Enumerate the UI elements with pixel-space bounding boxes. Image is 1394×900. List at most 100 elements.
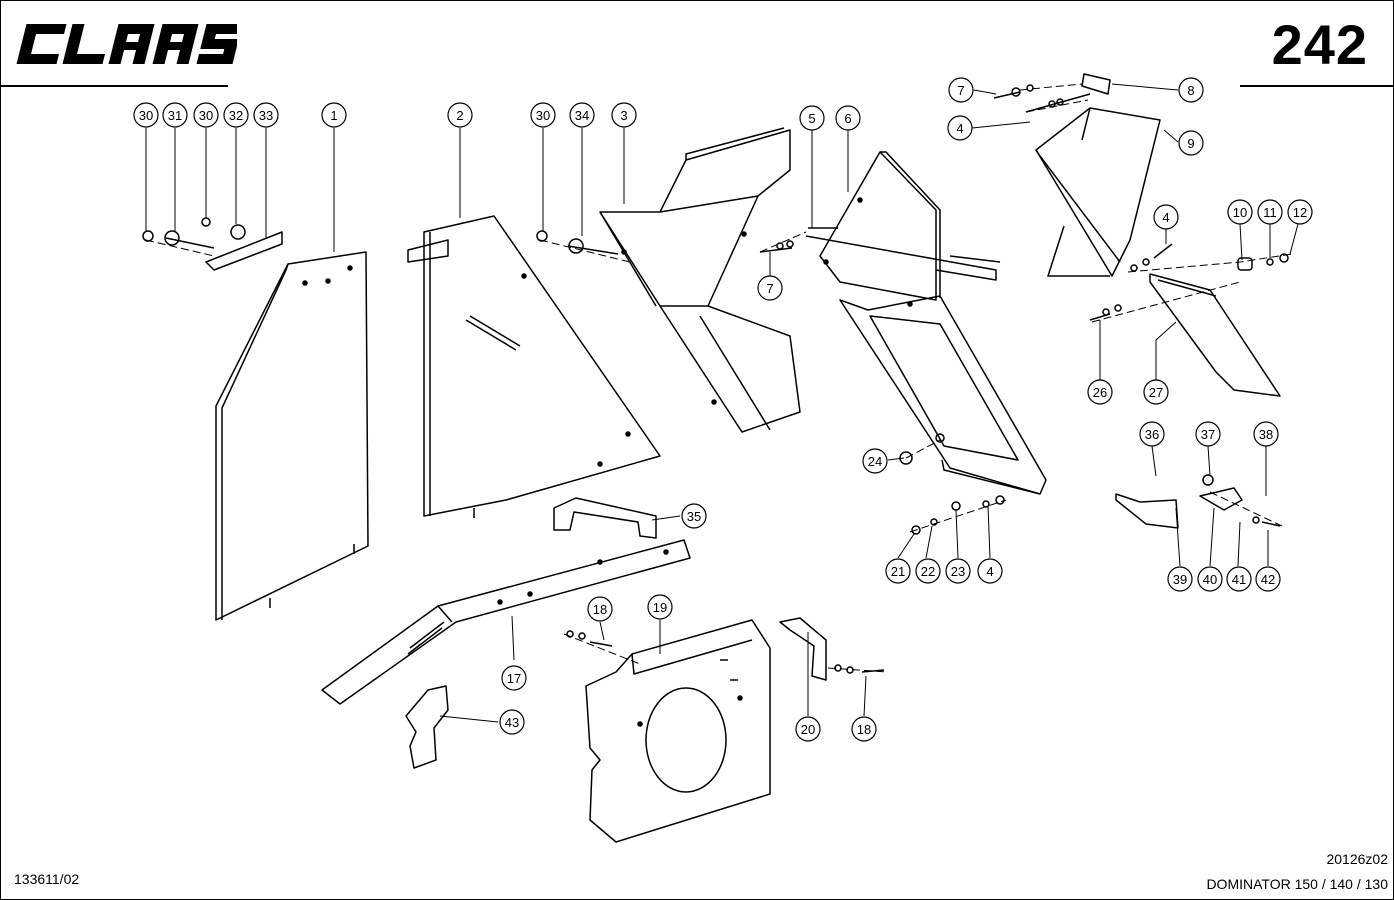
callout-21: 21	[885, 558, 911, 584]
callout-17: 17	[501, 665, 527, 691]
svg-text:2: 2	[456, 108, 463, 123]
callout-30: 30	[530, 102, 556, 128]
part-20-bracket	[779, 617, 827, 681]
part-40-bracket	[1199, 487, 1243, 511]
svg-text:12: 12	[1293, 205, 1307, 220]
callout-39: 39	[1167, 566, 1193, 592]
svg-text:30: 30	[536, 108, 550, 123]
drawing-code: 20126z02	[1326, 851, 1388, 867]
part-39-bracket	[1115, 493, 1179, 529]
svg-text:17: 17	[507, 671, 521, 686]
claas-logo	[16, 24, 237, 64]
callout-18: 18	[587, 596, 613, 622]
svg-text:8: 8	[1187, 83, 1194, 98]
callout-2: 2	[447, 102, 473, 128]
page-number: 242	[1271, 13, 1368, 76]
svg-text:36: 36	[1145, 427, 1159, 442]
callout-1: 1	[321, 102, 347, 128]
header-rule	[0, 85, 228, 87]
svg-text:4: 4	[1162, 210, 1169, 225]
svg-text:37: 37	[1201, 427, 1215, 442]
svg-text:11: 11	[1263, 205, 1277, 220]
svg-text:5: 5	[808, 111, 815, 126]
callout-23: 23	[945, 558, 971, 584]
callout-20: 20	[795, 716, 821, 742]
document-number: 133611/02	[14, 871, 80, 887]
part-9-hopper	[1035, 107, 1161, 277]
callout-7: 7	[948, 77, 974, 103]
callout-32: 32	[223, 102, 249, 128]
svg-text:22: 22	[921, 564, 935, 579]
svg-text:9: 9	[1187, 136, 1194, 151]
svg-text:1: 1	[330, 108, 337, 123]
svg-text:34: 34	[575, 108, 589, 123]
svg-text:42: 42	[1261, 572, 1275, 587]
callout-12: 12	[1287, 199, 1313, 225]
svg-text:26: 26	[1093, 385, 1107, 400]
svg-text:31: 31	[168, 108, 182, 123]
callout-42: 42	[1255, 566, 1281, 592]
callout-31: 31	[162, 102, 188, 128]
callout-26: 26	[1087, 379, 1113, 405]
part-1-side-panel	[215, 251, 369, 621]
part-2-triangular-panel	[407, 215, 661, 518]
callout-4: 4	[947, 115, 973, 141]
part-33-bracket	[205, 231, 283, 271]
callout-36: 36	[1139, 421, 1165, 447]
svg-text:35: 35	[687, 509, 701, 524]
callout-40: 40	[1197, 566, 1223, 592]
callout-27: 27	[1143, 379, 1169, 405]
callout-18: 18	[851, 716, 877, 742]
callout-4: 4	[977, 558, 1003, 584]
svg-text:43: 43	[505, 715, 519, 730]
svg-text:20: 20	[801, 722, 815, 737]
callout-3: 3	[611, 102, 637, 128]
callout-11: 11	[1257, 199, 1283, 225]
hardware	[142, 84, 1289, 674]
svg-text:38: 38	[1259, 427, 1273, 442]
part-43-bracket	[405, 685, 449, 769]
svg-text:27: 27	[1149, 385, 1163, 400]
svg-text:21: 21	[891, 564, 905, 579]
callout-43: 43	[499, 709, 525, 735]
callout-9: 9	[1178, 130, 1204, 156]
callout-4: 4	[1153, 204, 1179, 230]
svg-text:30: 30	[199, 108, 213, 123]
callout-37: 37	[1195, 421, 1221, 447]
svg-text:41: 41	[1232, 572, 1246, 587]
svg-text:18: 18	[593, 602, 607, 617]
part-8-clip	[1081, 73, 1111, 95]
part-3-chute	[599, 127, 801, 433]
svg-text:40: 40	[1203, 572, 1217, 587]
svg-text:39: 39	[1173, 572, 1187, 587]
callout-7: 7	[757, 275, 783, 301]
svg-text:32: 32	[229, 108, 243, 123]
callout-6: 6	[835, 105, 861, 131]
callout-41: 41	[1226, 566, 1252, 592]
svg-text:23: 23	[951, 564, 965, 579]
svg-text:6: 6	[844, 111, 851, 126]
part-27-deflector	[1149, 273, 1281, 397]
model-name: DOMINATOR 150 / 140 / 130	[1206, 876, 1388, 892]
callout-22: 22	[915, 558, 941, 584]
svg-text:10: 10	[1233, 205, 1247, 220]
part-17-rail	[321, 539, 691, 705]
callout-33: 33	[253, 102, 279, 128]
callout-38: 38	[1253, 421, 1279, 447]
svg-text:4: 4	[956, 121, 963, 136]
svg-text:3: 3	[620, 108, 627, 123]
header-rule	[1240, 85, 1394, 87]
callout-5: 5	[799, 105, 825, 131]
part-6-frame-panel	[805, 151, 1047, 495]
svg-text:30: 30	[139, 108, 153, 123]
part-35-bracket	[553, 497, 657, 539]
svg-text:7: 7	[766, 281, 773, 296]
callout-30: 30	[193, 102, 219, 128]
svg-text:7: 7	[957, 83, 964, 98]
callout-35: 35	[681, 503, 707, 529]
svg-text:24: 24	[868, 454, 882, 469]
callout-10: 10	[1227, 199, 1253, 225]
svg-text:18: 18	[857, 722, 871, 737]
callout-8: 8	[1178, 77, 1204, 103]
